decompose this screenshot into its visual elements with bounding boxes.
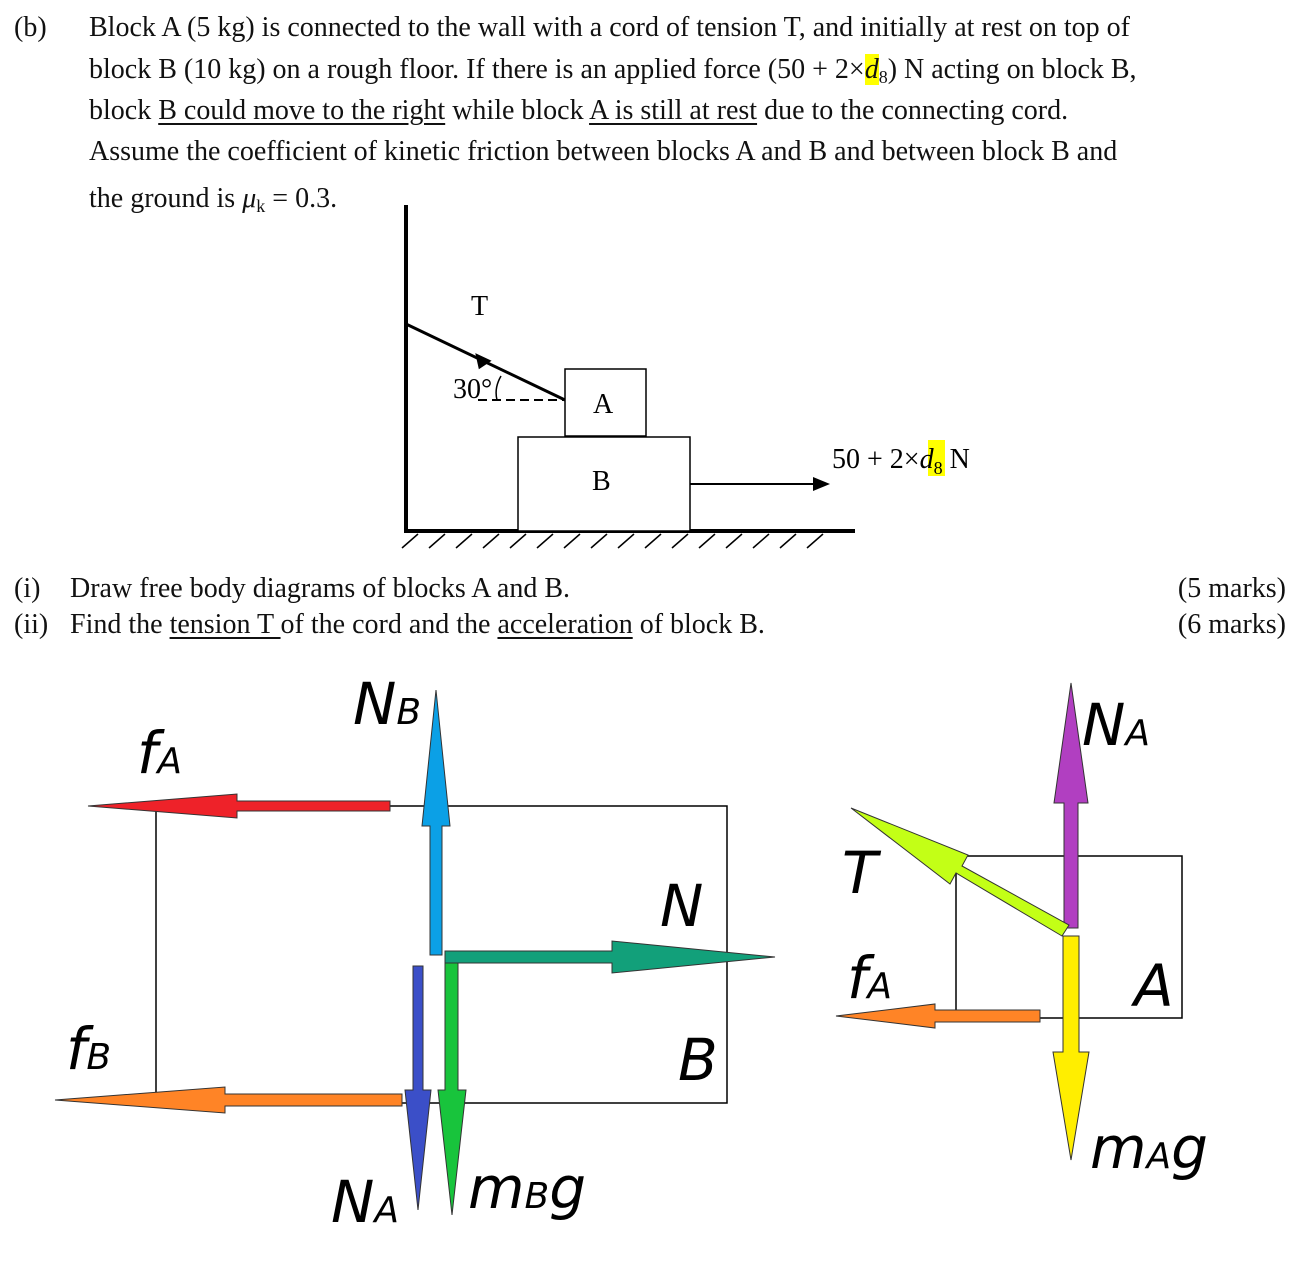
- cord-arrowhead: [475, 353, 492, 370]
- text: block: [89, 95, 159, 126]
- normal-na-arrow: [404, 965, 432, 1211]
- tension-t-arrow: [850, 807, 1070, 937]
- task-2-text: Find the tension T of the cord and the a…: [70, 611, 765, 639]
- label-fa: fA: [137, 719, 182, 787]
- normal-na-arrow: [1053, 682, 1089, 929]
- applied-force-n-arrow: [444, 940, 776, 974]
- label-na: NA: [331, 1168, 399, 1236]
- friction-fa-arrow: [835, 1003, 1041, 1029]
- problem-diagram: T 30° A B 50 + 2×d8 N: [401, 205, 970, 549]
- applied-force-label: 50 + 2×d8 N: [832, 444, 970, 478]
- text: due to the connecting cord.: [757, 95, 1069, 126]
- fbd-block-a: NA T fA A mAg: [835, 682, 1208, 1182]
- block-a: [564, 368, 647, 437]
- label-t: T: [842, 839, 882, 907]
- label-fa: fA: [847, 944, 892, 1012]
- weight-mbg-arrow: [437, 962, 467, 1216]
- question-line-4: Assume the coefficient of kinetic fricti…: [89, 136, 1118, 167]
- text: block B (10 kg) on a rough floor. If the…: [89, 54, 865, 85]
- text: = 0.3.: [265, 183, 338, 214]
- tension-label: T: [471, 291, 488, 322]
- friction-fa-arrow: [87, 793, 391, 819]
- angle-label: 30°: [453, 374, 492, 405]
- underlined-text: A is still at rest: [589, 95, 758, 126]
- highlighted-variable: d: [864, 54, 879, 85]
- mu-symbol: μ: [242, 183, 257, 214]
- task-1-num: (i): [14, 573, 41, 604]
- task-1-marks: (5 marks): [1177, 573, 1286, 604]
- label-nb: NB: [353, 670, 421, 738]
- question-line-5: the ground is μk = 0.3.: [89, 183, 338, 216]
- fbd-block-a-label: A: [1130, 952, 1174, 1020]
- friction-fb-arrow: [54, 1086, 403, 1114]
- text: of the cord and the: [280, 609, 498, 640]
- applied-force-arrowhead: [813, 477, 830, 491]
- floor-hatching: [401, 533, 824, 549]
- task-2-marks: (6 marks): [1177, 609, 1286, 640]
- subscript: 8: [878, 67, 888, 87]
- text: while block: [445, 95, 590, 126]
- fbd-block-b: NB fA N B fB NA mBg: [54, 670, 776, 1236]
- question-line-2: block B (10 kg) on a rough floor. If the…: [89, 54, 1137, 87]
- angle-arc: [495, 375, 502, 401]
- question-line-3: block B could move to the right while bl…: [89, 97, 1068, 125]
- block-b: [517, 436, 691, 532]
- label-fb: fB: [66, 1015, 111, 1083]
- subscript: k: [256, 196, 266, 216]
- weight-mag-arrow: [1052, 935, 1090, 1161]
- fbd-block-b-label: B: [678, 1026, 718, 1094]
- normal-nb-arrow: [421, 689, 451, 956]
- text: the ground is: [89, 183, 243, 214]
- label-mbg: mBg: [468, 1154, 586, 1222]
- underlined-text: B could move to the right: [158, 95, 446, 126]
- question-label: (b): [14, 12, 47, 43]
- task-1-text: Draw free body diagrams of blocks A and …: [70, 573, 570, 604]
- label-n: N: [660, 872, 703, 940]
- label-na: NA: [1082, 691, 1150, 759]
- block-a-label: A: [593, 389, 614, 420]
- label-mag: mAg: [1090, 1114, 1208, 1182]
- text: ) N acting on block B,: [887, 54, 1137, 85]
- question-line-1: Block A (5 kg) is connected to the wall …: [89, 12, 1130, 43]
- underlined-text: tension T: [169, 609, 281, 640]
- text: of block B.: [632, 609, 765, 640]
- text: Find the: [70, 609, 170, 640]
- highlight: [928, 440, 945, 476]
- underlined-text: acceleration: [497, 609, 633, 640]
- block-b-label: B: [592, 466, 611, 497]
- task-2-num: (ii): [14, 609, 49, 640]
